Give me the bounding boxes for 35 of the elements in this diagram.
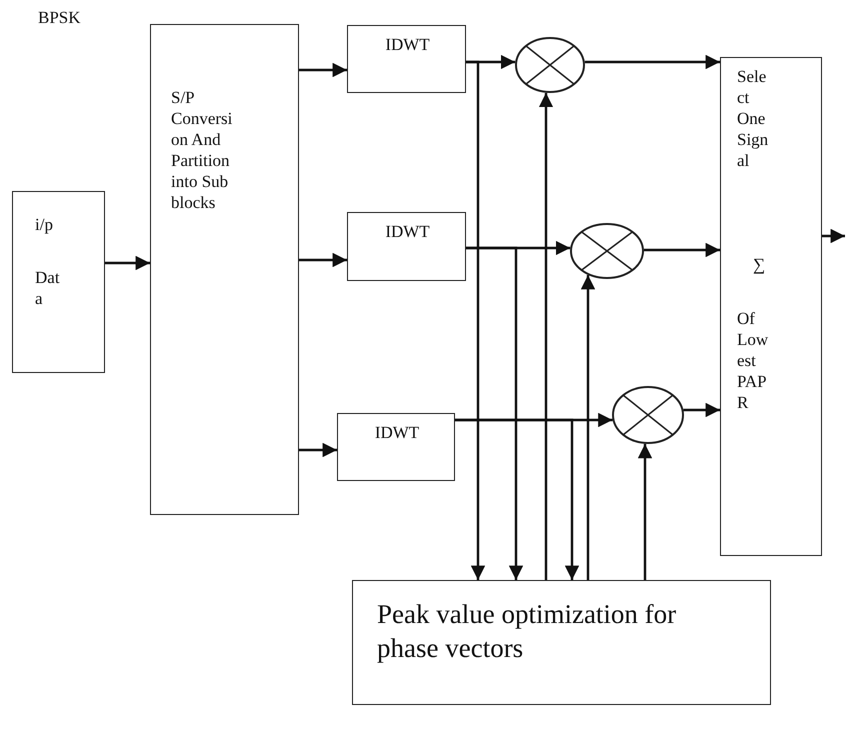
arrow [538,92,554,580]
block-label: Dat a [35,267,60,309]
multiplier-symbol [570,223,644,279]
block-label: IDWT [374,422,420,443]
arrow [299,62,347,78]
process-box [12,191,105,373]
arrow [466,60,486,580]
process-box [337,413,455,481]
process-box [352,580,771,705]
arrow [638,444,652,580]
signal-label: BPSK [38,8,81,28]
arrow [105,256,150,270]
arrow [822,228,845,244]
arrow [466,246,524,580]
multiplier-symbol [612,386,684,444]
multiplier-symbol [515,37,585,93]
block-label: Of Low est PAP R [737,308,768,413]
block-label: IDWT [384,221,431,242]
process-box [347,25,466,93]
block-label: S/P Conversi on And Partition into Sub blocks [171,87,232,213]
arrow [455,418,580,580]
arrow [299,252,347,268]
block-label: ∑ [753,254,766,275]
arrow [299,442,337,458]
block-label: Peak value optimization for phase vectors [377,598,678,665]
block-label: Sele ct One Sign al [737,66,768,171]
process-box [347,212,466,281]
process-block [720,57,822,556]
arrow [644,242,720,258]
process-block [150,24,299,515]
arrow [683,402,720,418]
block-label: IDWT [384,34,431,55]
block-label: i/p [35,214,53,235]
arrow [580,275,596,580]
arrow [584,54,720,70]
